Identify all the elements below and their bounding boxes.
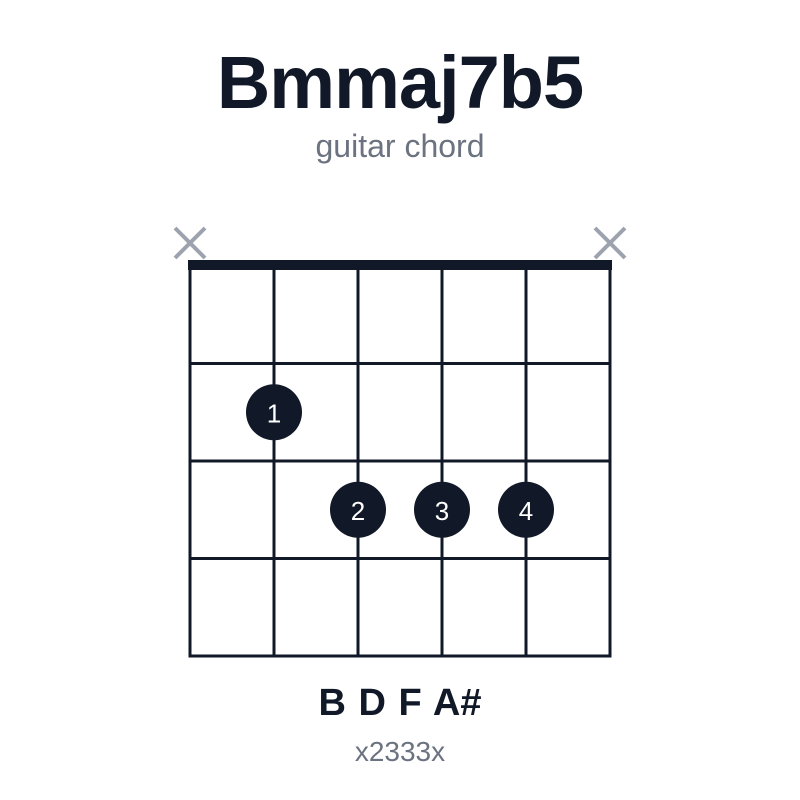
muted-string-icon-1: [173, 226, 207, 260]
chord-name: Bmmaj7b5: [216, 41, 584, 124]
chord-notes: B D F A#: [318, 682, 482, 724]
finger-number-1: 1: [267, 398, 281, 428]
chord-fingering: x2333x: [354, 736, 446, 767]
nut: [188, 260, 612, 270]
finger-dot-2: [330, 481, 386, 538]
finger-dot-3: [414, 481, 470, 538]
finger-number-2: 2: [351, 496, 365, 526]
finger-number-4: 4: [519, 496, 533, 526]
muted-string-icon-6: [593, 226, 627, 260]
finger-dot-4: [498, 481, 554, 538]
chord-subtitle: guitar chord: [315, 128, 485, 164]
finger-number-3: 3: [435, 496, 449, 526]
finger-dot-1: [246, 384, 302, 441]
